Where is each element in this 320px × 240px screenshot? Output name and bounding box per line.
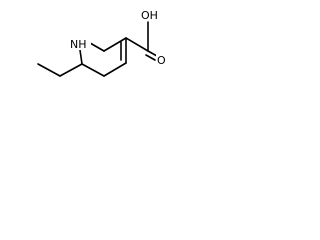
bond-ethyl-ch3 (37, 63, 61, 77)
bond-c4-ch2 (103, 62, 127, 77)
bond-c3-cooh (125, 37, 149, 52)
bond-c-o-double-2 (145, 54, 156, 61)
bond-ch2-c6 (81, 63, 105, 77)
atom-label-nh: NH (70, 38, 87, 51)
bond-ch2-c3 (103, 37, 127, 52)
bond-n-ch2 (89, 42, 105, 52)
bond-c6-ch2-ethyl (59, 63, 83, 77)
atom-label-oh: OH (141, 9, 158, 22)
atom-label-o: O (157, 54, 166, 67)
bond-c-o-double (147, 50, 158, 57)
chemical-structure-diagram: OH O NH (37, 8, 167, 77)
bond-c6-n (79, 49, 83, 65)
